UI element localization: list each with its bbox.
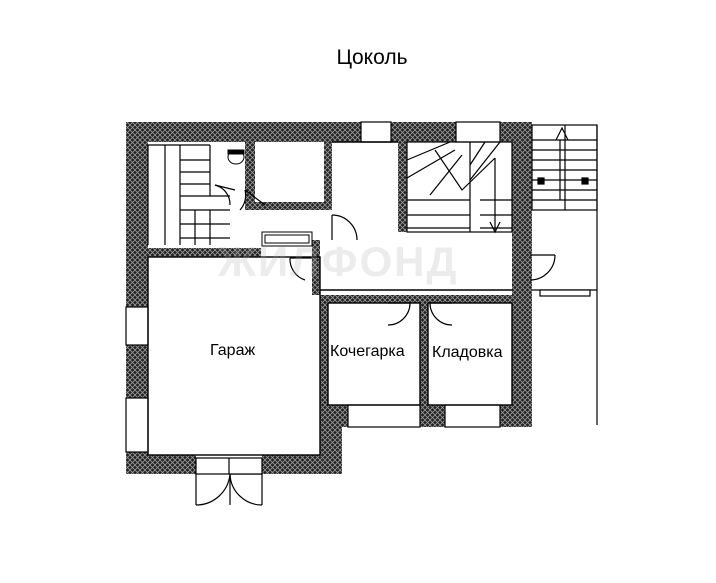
floor-title: Цоколь — [336, 46, 408, 69]
fixtures — [227, 149, 313, 247]
room-label-boiler-room: Кочегарка — [330, 343, 405, 360]
stair-right — [531, 124, 598, 425]
room-label-garage: Гараж — [210, 342, 256, 359]
doors — [195, 184, 556, 506]
stair-center — [406, 141, 513, 234]
room-label-storage: Кладовка — [432, 344, 503, 361]
room-outlines — [147, 141, 513, 456]
watermark: ЖИЛФОНД — [218, 238, 459, 285]
stair-left — [147, 144, 230, 245]
inner-walls — [141, 142, 513, 407]
outer-walls — [126, 122, 532, 474]
